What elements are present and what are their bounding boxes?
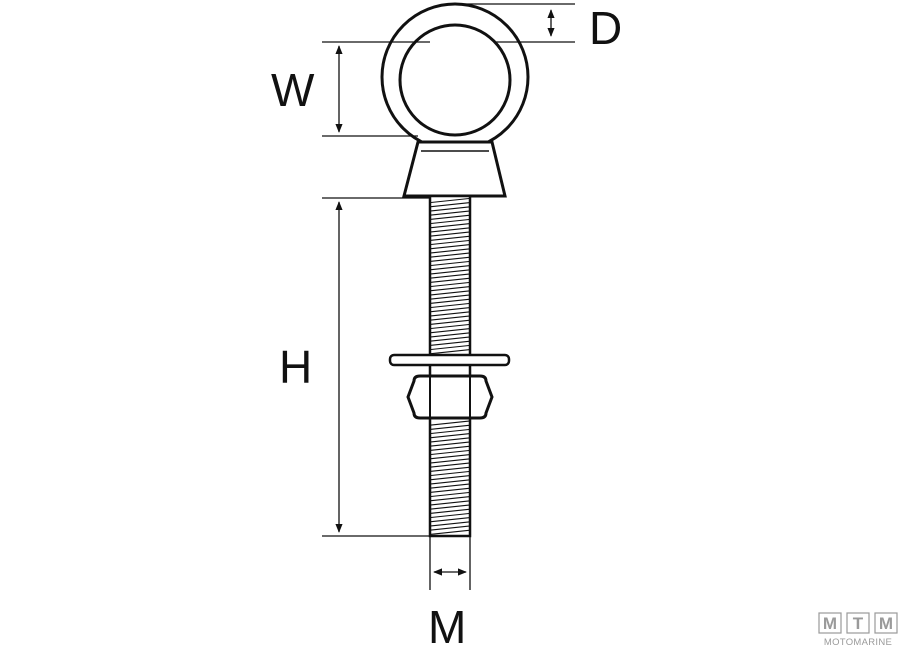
hex-nut — [406, 374, 494, 420]
washer — [388, 353, 511, 367]
dimension-h: H — [279, 197, 430, 537]
motomarine-logo: M T M MOTOMARINE — [818, 612, 898, 648]
dimension-h-label: H — [279, 341, 312, 393]
dimension-m-label: M — [428, 601, 466, 648]
logo-letter-1: M — [823, 614, 837, 633]
logo-text: MOTOMARINE — [824, 637, 892, 648]
dimension-m: M — [428, 536, 471, 648]
logo-letter-2: T — [853, 614, 864, 633]
dimension-d-label: D — [589, 2, 622, 54]
eye-ring — [380, 2, 530, 152]
dimension-w: W — [271, 41, 430, 137]
dimension-d: D — [460, 2, 622, 54]
dimension-w-label: W — [271, 64, 315, 116]
collar — [402, 140, 507, 198]
logo-letter-3: M — [879, 614, 893, 633]
